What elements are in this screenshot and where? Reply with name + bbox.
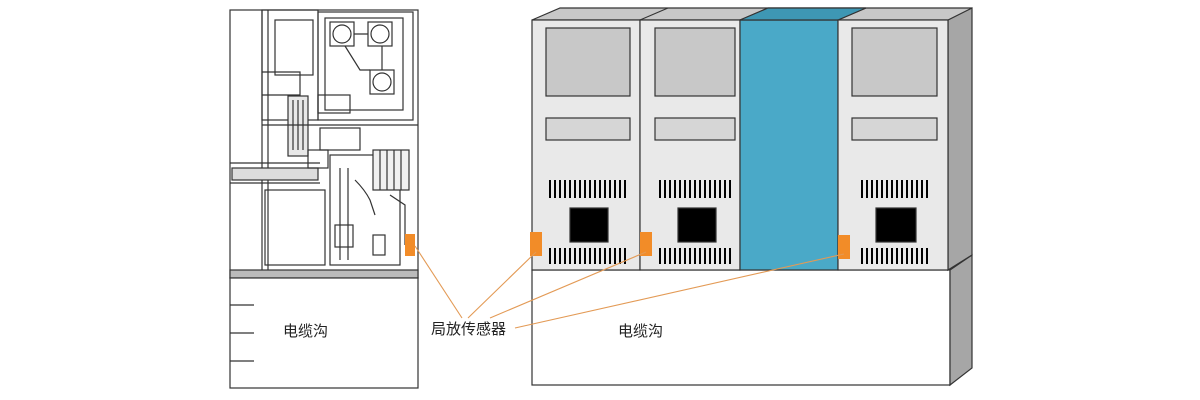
cabinet-panel-4 — [837, 19, 949, 271]
cable-trench-label-right: 电缆沟 — [618, 322, 663, 340]
sensor-leader-lines — [414, 245, 845, 329]
vent-grille — [549, 180, 626, 264]
cable-trench-label-left: 电缆沟 — [283, 322, 328, 340]
pd-sensor-3 — [640, 232, 652, 256]
vent-grille — [659, 180, 731, 264]
pd-sensor-4 — [838, 235, 850, 259]
cabinet-panel-2 — [639, 19, 741, 271]
switchgear-section-view — [229, 9, 419, 389]
vent-grille — [861, 180, 928, 264]
cabinet-panel-3-top — [739, 7, 867, 21]
cabinet-panel-1 — [531, 19, 641, 271]
pd-sensor-2 — [530, 232, 542, 256]
pd-sensor-1 — [405, 234, 415, 256]
cabinet-side-panel — [947, 7, 973, 272]
pd-sensor-label: 局放传感器 — [431, 320, 506, 338]
cabinet-panel-3-blue — [739, 19, 839, 271]
